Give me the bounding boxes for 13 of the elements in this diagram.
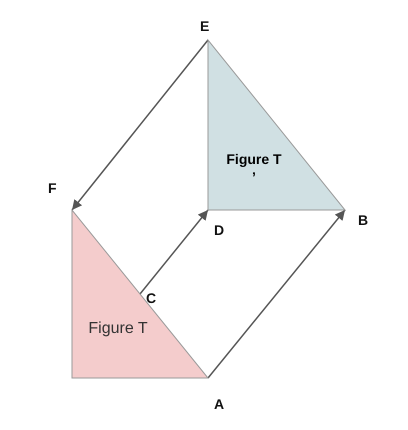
point-label: D <box>214 222 224 238</box>
point-label: A <box>214 396 224 412</box>
point-label: C <box>146 290 156 306</box>
point-label: F <box>48 180 57 196</box>
figure-label: Figure T <box>88 320 148 338</box>
arrow <box>139 210 209 294</box>
arrow <box>71 40 209 210</box>
point-label: E <box>200 18 210 34</box>
arrow <box>207 210 346 378</box>
triangle <box>72 210 208 378</box>
point-label: B <box>358 212 368 228</box>
figure-label: Figure T ’ <box>225 150 283 186</box>
triangle <box>208 40 345 210</box>
